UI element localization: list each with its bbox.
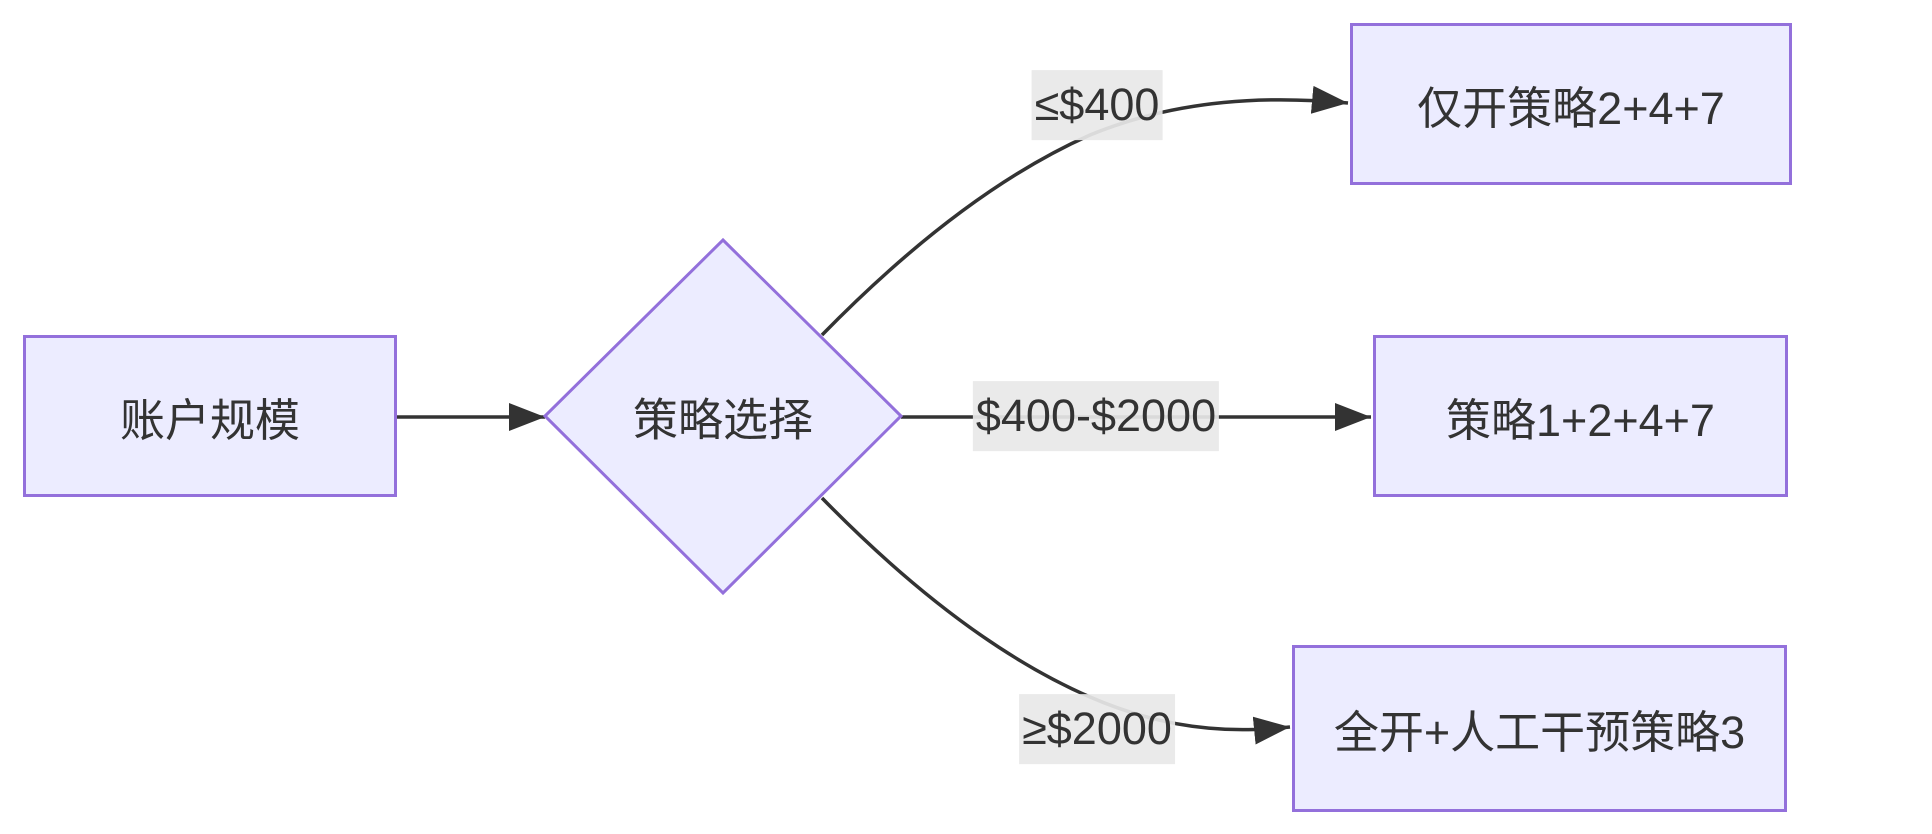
edge-choice-to-large: [820, 496, 1291, 745]
node-tier-large: 全开+人工干预策略3: [1292, 645, 1787, 812]
edge-label-ge-2000: ≥$2000: [1019, 694, 1175, 764]
node-tier-medium: 策略1+2+4+7: [1373, 335, 1788, 497]
node-tier-large-label: 全开+人工干预策略3: [1333, 707, 1746, 758]
node-tier-medium-label: 策略1+2+4+7: [1446, 394, 1715, 446]
node-strategy-choice: 策略选择: [633, 384, 813, 449]
node-strategy-choice-label: 策略选择: [632, 394, 814, 446]
node-account-scale: 账户规模: [23, 335, 397, 497]
edge-label-le-400: ≤$400: [1031, 70, 1163, 140]
edge-label-400-2000: $400-$2000: [972, 381, 1220, 451]
node-account-scale-label: 账户规模: [119, 394, 300, 446]
node-tier-small-label: 仅开策略2+4+7: [1417, 82, 1725, 134]
decision-diamond-shape: [542, 237, 904, 596]
node-tier-small: 仅开策略2+4+7: [1350, 23, 1792, 185]
